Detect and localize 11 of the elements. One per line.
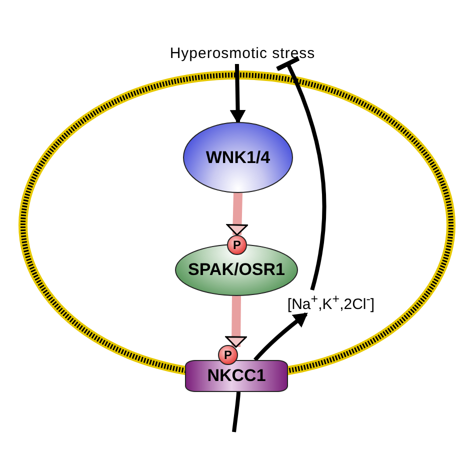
block-arrow xyxy=(225,296,247,348)
stimulus-label: Hyperosmotic stress xyxy=(170,44,316,62)
arrow xyxy=(230,64,246,124)
block-arrow xyxy=(226,192,248,236)
transporter-cylinder: NKCC1 xyxy=(185,360,288,392)
phosphate-badge: P xyxy=(227,235,247,255)
line xyxy=(232,392,241,432)
kinase-ellipse: WNK1/4 xyxy=(183,122,293,193)
inhibition-line xyxy=(274,56,326,290)
arrow xyxy=(254,312,308,362)
phosphate-badge: P xyxy=(218,345,238,365)
